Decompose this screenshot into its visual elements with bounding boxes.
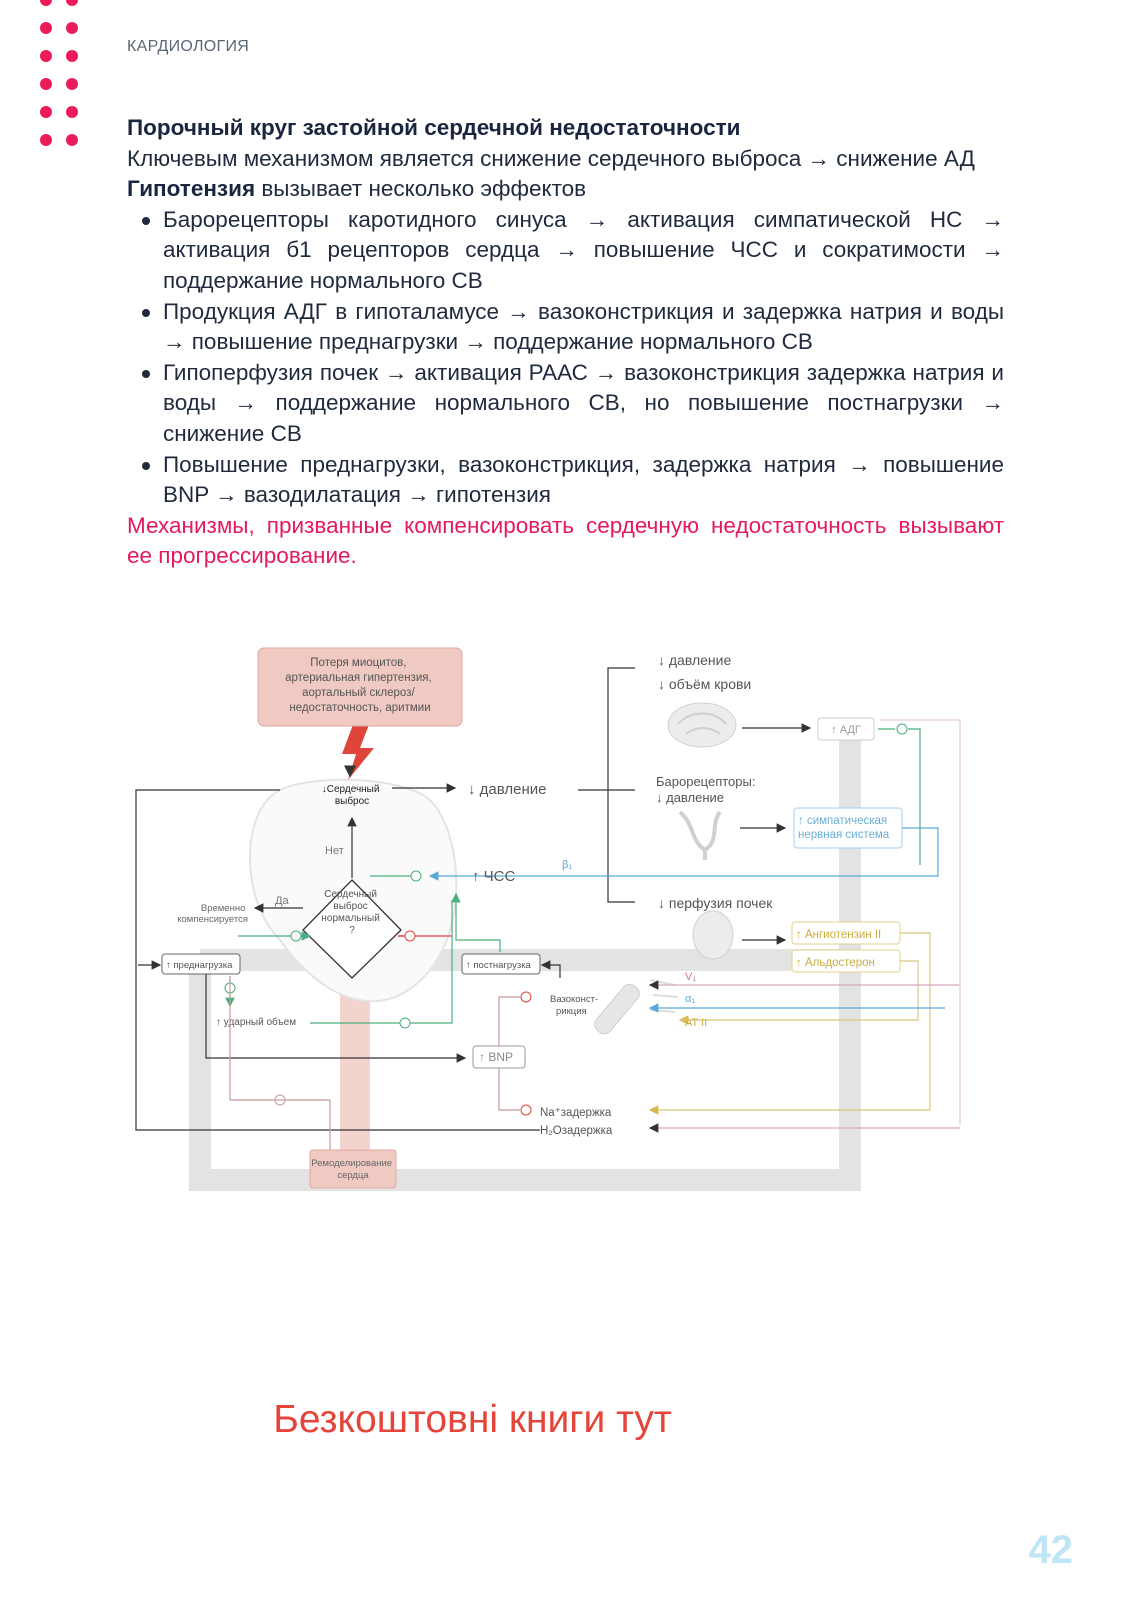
carotid-icon (678, 810, 722, 860)
article-body: Порочный круг застойной сердечной недост… (127, 113, 1004, 572)
alpha1-label: α₁ (685, 993, 695, 1005)
beta1-label: β₁ (562, 859, 572, 871)
hypotension-term: Гипотензия (127, 176, 256, 202)
effects-list: Барорецепторы каротидного синуса → актив… (127, 205, 1004, 511)
kidney-perfusion-label: ↓ перфузия почек (658, 895, 773, 911)
brain-icon (667, 702, 737, 748)
lightning-icon (342, 722, 374, 780)
sympathetic-label: ↑ симпатическая нервная система (798, 815, 890, 841)
remodeling-label: Ремоделирование сердца (311, 1158, 394, 1181)
na-retention-label: Na⁺задержка (540, 1107, 612, 1119)
decision-diamond (302, 879, 402, 979)
bnp-label: ↑ BNP (479, 1050, 513, 1064)
pressure-center-label: ↓ давление (468, 781, 547, 798)
preload-label: ↑ преднагрузка (166, 960, 233, 971)
conclusion-text: Механизмы, призванные компенсировать сер… (127, 512, 1004, 569)
cause-box-text: Потеря миоцитов, артериальная гипертензи… (285, 657, 435, 714)
list-item: Повышение преднагрузки, вазоконстрикция,… (127, 450, 1004, 511)
heart-failure-diagram: Потеря миоцитов, артериальная гипертензи… (130, 640, 990, 1220)
kidney-icon (692, 910, 734, 960)
pressure-top-label: ↓ давление (658, 652, 731, 668)
adh-box (817, 717, 875, 741)
section-title: КАРДИОЛОГИЯ (127, 38, 250, 55)
at2-label: AT II (685, 1017, 707, 1029)
list-item: Продукция АДГ в гипоталамусе → вазоконст… (127, 297, 1004, 358)
vessel-icon (594, 983, 640, 1035)
no-label: Нет (325, 845, 344, 857)
vasoconstriction-label: Вазоконст- рикция (550, 994, 601, 1017)
h2o-retention-label: H₂Oзадержка (540, 1125, 613, 1137)
blood-volume-label: ↓ объём крови (658, 676, 751, 692)
yes-label: Да (275, 895, 289, 907)
cardiac-output-label: ↓Сердечный выброс (322, 784, 382, 807)
angiotensin-label: ↑ Ангиотензин II (796, 929, 881, 941)
hypotension-paragraph: Гипотензия вызывает несколько эффектов (127, 174, 1004, 205)
article-title: Порочный круг застойной сердечной недост… (127, 115, 741, 140)
hypotension-text: вызывает несколько эффектов (255, 176, 587, 202)
temp-comp-label: Временно компенсируется (177, 903, 248, 925)
intro-paragraph: Ключевым механизмом является снижение се… (127, 145, 975, 171)
free-books-link[interactable]: Безкоштовні книги тут (273, 1398, 672, 1441)
hr-label: ↑ ЧСС (472, 868, 515, 885)
afterload-label: ↑ постнагрузка (466, 960, 532, 971)
v1-label: V₁ (685, 971, 696, 983)
remodeling-box (309, 1149, 397, 1189)
sympathetic-box (793, 807, 903, 849)
aldosterone-label: ↑ Альдостерон (796, 957, 875, 969)
stroke-volume-label: ↑ ударный объем (216, 1016, 296, 1028)
page-number: 42 (1028, 1528, 1074, 1572)
baroreceptors-label: Барорецепторы: ↓ давление (656, 774, 759, 805)
cause-box (257, 647, 463, 727)
adh-label: ↑ АДГ (831, 724, 861, 736)
list-item: Гипоперфузия почек → активация РААС → ва… (127, 358, 1004, 450)
preload-box (161, 953, 241, 975)
afterload-box (461, 953, 541, 975)
decision-label: Сердечный выброс нормальный ? (321, 889, 382, 936)
list-item: Барорецепторы каротидного синуса → актив… (127, 205, 1004, 297)
